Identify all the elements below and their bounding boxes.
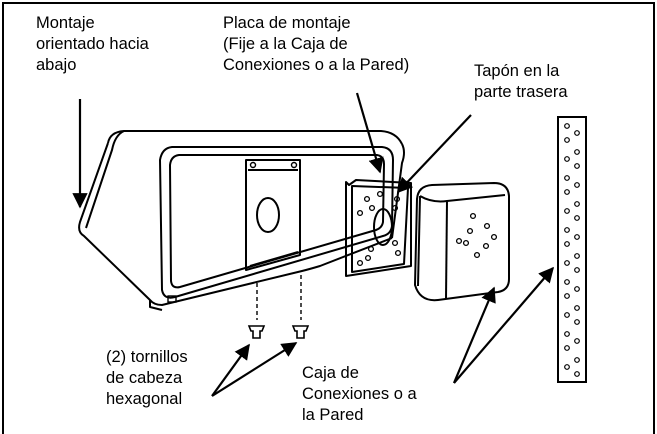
label-mounting-plate: Placa de montaje (Fije a la Caja de Cone…: [223, 14, 410, 74]
arrow-rear-plug: [396, 114, 472, 194]
pointer-arrows: [72, 92, 555, 397]
hex-screw-icon: [247, 325, 310, 339]
label-hex-screws: (2) tornillos de cabeza hexagonal: [106, 348, 188, 408]
strip-hole: [564, 156, 570, 162]
strip-hole: [564, 241, 570, 247]
arrow-plate: [355, 92, 384, 174]
arrow-box: [452, 286, 496, 384]
strip-hole: [574, 338, 580, 344]
camera-housing: [78, 130, 405, 311]
strip-hole: [564, 260, 570, 266]
strip-hole: [574, 130, 580, 136]
strip-hole: [574, 371, 580, 377]
strip-hole: [564, 293, 570, 299]
strip-hole: [564, 137, 570, 143]
strip-hole: [574, 201, 580, 207]
strip-hole: [574, 163, 580, 169]
strip-hole: [574, 267, 580, 273]
strip-hole: [574, 253, 580, 259]
screw-guide-lines: [256, 275, 302, 320]
strip-hole: [564, 227, 570, 233]
arrow-strip: [453, 266, 555, 384]
strip-hole: [564, 208, 570, 214]
arrow-screw-right: [211, 342, 298, 397]
strip-hole: [574, 357, 580, 363]
strip-hole: [564, 123, 570, 129]
plate-holes: [356, 190, 402, 267]
housing-screws: [167, 161, 298, 303]
arrow-screw-left: [211, 343, 250, 397]
strip-hole: [574, 149, 580, 155]
strip-hole: [564, 189, 570, 195]
strip-hole: [564, 279, 570, 285]
label-junction-box-or-wall: Caja de Conexiones o a la Pared: [302, 364, 417, 424]
strip-hole: [574, 286, 580, 292]
strip-hole: [574, 234, 580, 240]
mounting-plate: [345, 179, 412, 277]
strip-hole: [574, 319, 580, 325]
strip-hole: [574, 182, 580, 188]
strip-hole: [564, 345, 570, 351]
label-mount-facing-down: Montaje orientado hacia abajo: [36, 14, 149, 74]
back-box: [414, 182, 510, 302]
strip-hole: [564, 312, 570, 318]
wall-strip: [557, 116, 587, 383]
box-holes: [455, 212, 498, 259]
strip-hole: [564, 364, 570, 370]
strip-hole: [564, 175, 570, 181]
strip-hole: [574, 305, 580, 311]
strip-hole: [564, 331, 570, 337]
strip-holes: [564, 123, 580, 377]
label-rear-plug: Tapón en la parte trasera: [474, 62, 568, 101]
strip-hole: [574, 215, 580, 221]
